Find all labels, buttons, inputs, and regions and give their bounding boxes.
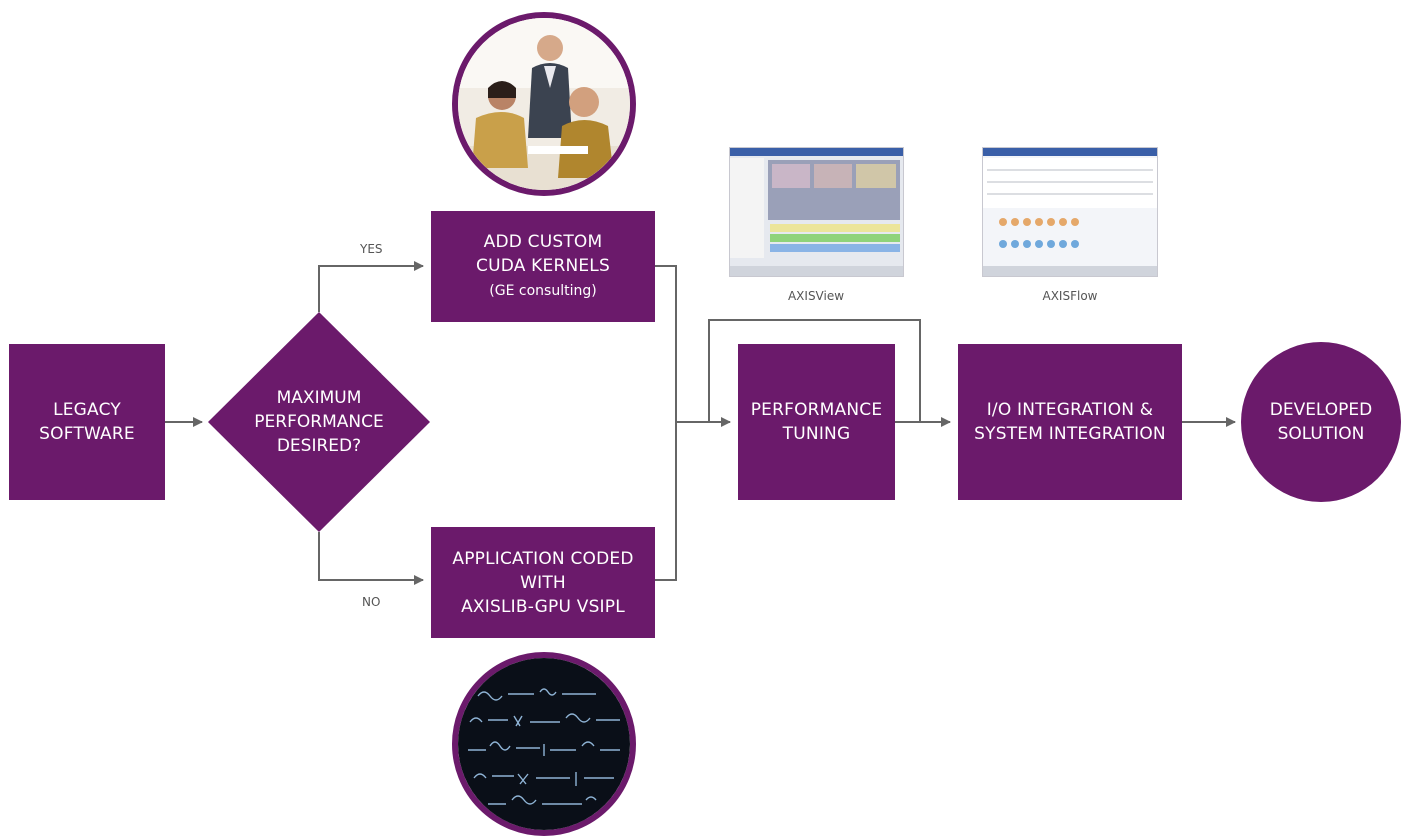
solution-line-2: SOLUTION bbox=[1277, 424, 1365, 444]
legacy-software-node: LEGACY SOFTWARE bbox=[9, 344, 165, 500]
people-meeting-photo bbox=[452, 12, 636, 196]
tuning-line-2: TUNING bbox=[782, 424, 851, 444]
axisflow-caption: AXISFlow bbox=[1042, 289, 1098, 303]
axisflow-screenshot bbox=[982, 147, 1158, 277]
coded-line-2: WITH bbox=[520, 572, 566, 593]
axisview-illustration bbox=[730, 148, 903, 276]
decision-line-3: DESIRED? bbox=[276, 436, 362, 456]
custom-line-1: ADD CUSTOM bbox=[483, 231, 603, 252]
application-coded-node: APPLICATION CODED WITH AXISLIB-GPU VSIPL bbox=[431, 527, 655, 638]
developed-solution-node: DEVELOPED SOLUTION bbox=[1241, 382, 1401, 462]
integration-line-2: SYSTEM INTEGRATION bbox=[974, 424, 1166, 444]
custom-subtext: (GE consulting) bbox=[489, 282, 597, 299]
legacy-line-1: LEGACY bbox=[53, 400, 121, 420]
tuning-line-1: PERFORMANCE bbox=[750, 400, 883, 420]
axisview-screenshot bbox=[729, 147, 904, 277]
custom-kernels-node: ADD CUSTOM CUDA KERNELS (GE consulting) bbox=[431, 211, 655, 322]
edge-loop bbox=[708, 319, 921, 422]
decision-node: MAXIMUM PERFORMANCE DESIRED? bbox=[214, 362, 424, 482]
decision-diamond bbox=[208, 312, 430, 532]
decision-line-2: PERFORMANCE bbox=[254, 412, 384, 432]
custom-line-2: CUDA KERNELS bbox=[476, 255, 610, 276]
people-meeting-illustration bbox=[458, 18, 630, 190]
decision-line-1: MAXIMUM bbox=[276, 388, 362, 408]
coded-line-1: APPLICATION CODED bbox=[452, 548, 634, 569]
coded-line-3: AXISLIB-GPU VSIPL bbox=[461, 596, 625, 617]
yes-label: YES bbox=[360, 242, 383, 256]
no-label: NO bbox=[362, 595, 381, 609]
solution-circle bbox=[1241, 342, 1401, 502]
legacy-line-2: SOFTWARE bbox=[39, 424, 135, 444]
solution-line-1: DEVELOPED bbox=[1269, 400, 1373, 420]
edge-custom-merge bbox=[655, 265, 677, 581]
edge-yes bbox=[318, 261, 424, 312]
equations-chalkboard-photo bbox=[452, 652, 636, 836]
axisview-caption: AXISView bbox=[787, 289, 845, 303]
equations-illustration bbox=[458, 658, 630, 830]
axisflow-illustration bbox=[983, 148, 1157, 276]
performance-tuning-node: PERFORMANCE TUNING bbox=[738, 344, 895, 500]
edge-no bbox=[318, 532, 424, 585]
integration-node: I/O INTEGRATION & SYSTEM INTEGRATION bbox=[958, 344, 1182, 500]
integration-line-1: I/O INTEGRATION & bbox=[986, 400, 1154, 420]
